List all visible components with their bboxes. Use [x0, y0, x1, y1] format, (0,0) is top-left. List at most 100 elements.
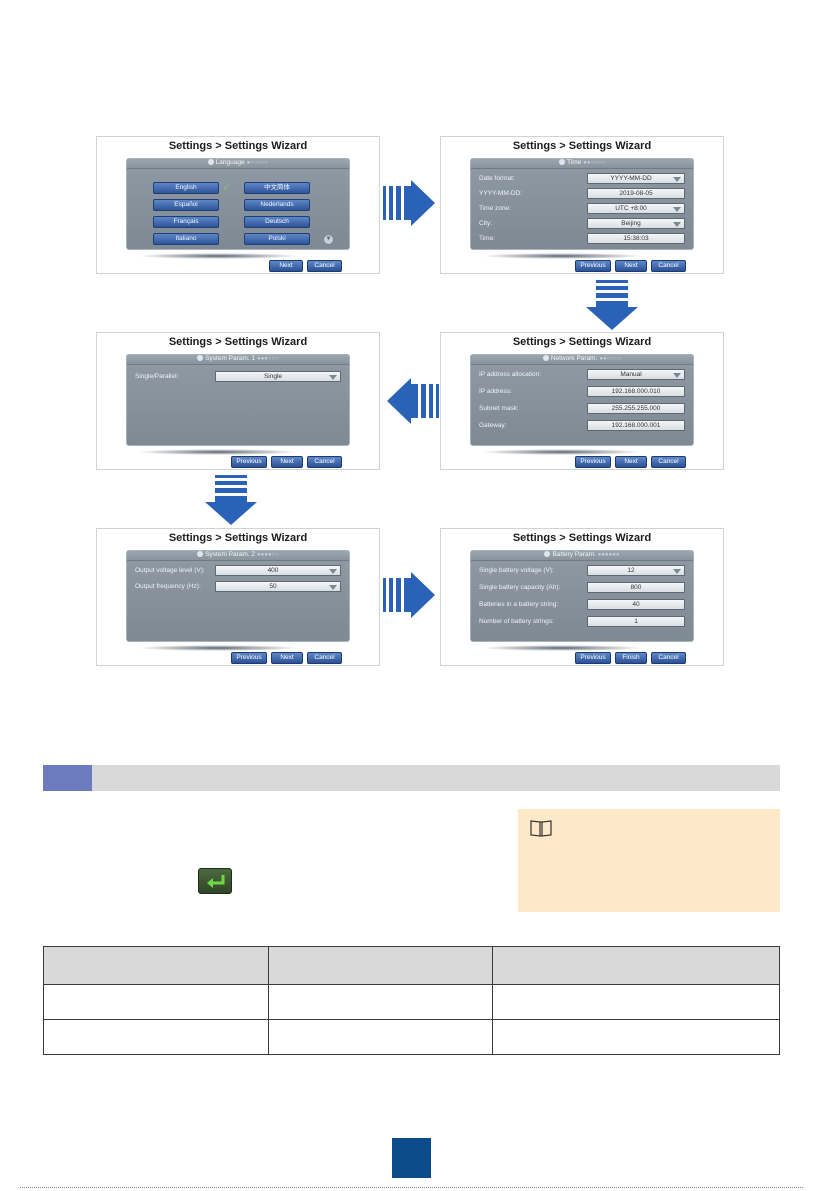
setting-row: Time:15:38:03 — [479, 233, 685, 245]
setting-row: City:Beijing — [479, 218, 685, 230]
enter-arrow-icon — [207, 875, 225, 888]
single-parallel-dropdown[interactable]: Single — [215, 371, 341, 382]
setting-row: Single/Parallel:Single — [135, 371, 341, 383]
arrow-down-icon — [586, 280, 638, 330]
batteries-per-string-field[interactable]: 40 — [587, 599, 685, 610]
language-option-italian[interactable]: Italiano — [153, 233, 219, 245]
finish-button[interactable]: Finish — [615, 652, 647, 664]
scroll-down-icon[interactable]: ▼ — [323, 234, 334, 245]
setting-row: Number of battery strings:1 — [479, 616, 685, 628]
panel-header: Network Param. — [550, 355, 598, 362]
previous-button[interactable]: Previous — [575, 652, 611, 664]
progress-dots: ●●●●●● — [597, 552, 620, 558]
city-dropdown[interactable]: Beijing — [587, 218, 685, 229]
table-header-row — [43, 946, 780, 985]
progress-dots: ●●●●○○ — [257, 552, 279, 558]
cancel-button[interactable]: Cancel — [651, 652, 686, 664]
setting-row: Subnet mask:255.255.255.000 — [479, 403, 685, 415]
panel-header: System Param. 2 — [205, 551, 256, 558]
system-param-1-panel: System Param. 1●●●○○○ Single/Parallel:Si… — [126, 354, 350, 446]
previous-button[interactable]: Previous — [575, 260, 611, 272]
subnet-mask-field[interactable]: 255.255.255.000 — [587, 403, 685, 414]
date-format-dropdown[interactable]: YYYY-MM-DD — [587, 173, 685, 184]
table-cell — [267, 1019, 494, 1055]
progress-dots: ●○○○○○ — [246, 160, 269, 166]
table-header-cell — [267, 946, 494, 985]
wizard-title: Settings > Settings Wizard — [168, 532, 308, 544]
note-box — [518, 809, 780, 912]
language-option-english[interactable]: English — [153, 182, 219, 194]
parameter-table — [43, 946, 780, 1055]
previous-button[interactable]: Previous — [575, 456, 611, 468]
wizard-title: Settings > Settings Wizard — [512, 140, 652, 152]
output-frequency-dropdown[interactable]: 50 — [215, 581, 341, 592]
battery-param-panel: Battery Param.●●●●●● Single battery volt… — [470, 550, 694, 642]
cancel-button[interactable]: Cancel — [307, 456, 342, 468]
setting-row: Output voltage level (V):400 — [135, 565, 341, 577]
enter-key-icon — [198, 868, 232, 894]
language-option-chinese[interactable]: 中文简体 — [244, 182, 310, 194]
wizard-title: Settings > Settings Wizard — [512, 532, 652, 544]
cancel-button[interactable]: Cancel — [651, 260, 686, 272]
panel-header: Language — [215, 159, 245, 166]
language-option-spanish[interactable]: Español — [153, 199, 219, 211]
ip-address-field[interactable]: 192.168.000.010 — [587, 386, 685, 397]
wizard-title: Settings > Settings Wizard — [168, 140, 308, 152]
panel-header: System Param. 1 — [205, 355, 256, 362]
output-voltage-dropdown[interactable]: 400 — [215, 565, 341, 576]
next-button[interactable]: Next — [615, 456, 647, 468]
table-cell — [43, 1019, 269, 1055]
date-field[interactable]: 2019-08-05 — [587, 188, 685, 199]
table-cell — [492, 984, 780, 1020]
setting-row: Date format:YYYY-MM-DD — [479, 173, 685, 185]
system-param-2-panel: System Param. 2●●●●○○ Output voltage lev… — [126, 550, 350, 642]
page-number-badge — [392, 1138, 431, 1178]
cancel-button[interactable]: Cancel — [651, 456, 686, 468]
setting-row: Single battery voltage (V):12 — [479, 565, 685, 577]
setting-row: Output frequency (Hz):50 — [135, 581, 341, 593]
ip-allocation-dropdown[interactable]: Manual — [587, 369, 685, 380]
next-button[interactable]: Next — [615, 260, 647, 272]
previous-button[interactable]: Previous — [231, 652, 267, 664]
wizard-title: Settings > Settings Wizard — [512, 336, 652, 348]
wizard-title: Settings > Settings Wizard — [168, 336, 308, 348]
language-option-german[interactable]: Deutsch — [244, 216, 310, 228]
wizard-screen-network-param: Settings > Settings Wizard Network Param… — [440, 332, 724, 470]
table-header-cell — [43, 946, 269, 985]
time-zone-dropdown[interactable]: UTC +8:00 — [587, 203, 685, 214]
check-icon: ✓ — [223, 182, 231, 192]
next-button[interactable]: Next — [271, 456, 303, 468]
globe-icon — [207, 159, 214, 165]
progress-dots: ●●●○○○ — [257, 356, 279, 362]
network-icon — [542, 355, 549, 361]
table-row — [43, 984, 780, 1020]
battery-strings-field[interactable]: 1 — [587, 616, 685, 627]
table-row — [43, 1019, 780, 1055]
system-icon — [197, 355, 204, 361]
cancel-button[interactable]: Cancel — [307, 260, 342, 272]
gateway-field[interactable]: 192.168.000.001 — [587, 420, 685, 431]
previous-button[interactable]: Previous — [231, 456, 267, 468]
battery-capacity-field[interactable]: 800 — [587, 582, 685, 593]
clock-icon — [559, 159, 566, 165]
battery-voltage-dropdown[interactable]: 12 — [587, 565, 685, 576]
language-option-polish[interactable]: Polski — [244, 233, 310, 245]
language-option-dutch[interactable]: Nederlands — [244, 199, 310, 211]
battery-icon — [544, 551, 551, 557]
wizard-screen-system-param-1: Settings > Settings Wizard System Param.… — [96, 332, 380, 470]
time-field[interactable]: 15:38:03 — [587, 233, 685, 244]
table-cell — [492, 1019, 780, 1055]
table-cell — [43, 984, 269, 1020]
wizard-screen-battery-param: Settings > Settings Wizard Battery Param… — [440, 528, 724, 666]
language-option-french[interactable]: Français — [153, 216, 219, 228]
wizard-screen-system-param-2: Settings > Settings Wizard System Param.… — [96, 528, 380, 666]
next-button[interactable]: Next — [269, 260, 303, 272]
next-button[interactable]: Next — [271, 652, 303, 664]
setting-row: YYYY-MM-DD:2019-08-05 — [479, 188, 685, 200]
progress-dots: ●●○○○○ — [599, 356, 622, 362]
footer-divider — [20, 1187, 803, 1188]
table-header-cell — [492, 946, 780, 985]
network-param-panel: Network Param.●●○○○○ IP address allocati… — [470, 354, 694, 446]
system-icon — [197, 551, 204, 557]
cancel-button[interactable]: Cancel — [307, 652, 342, 664]
